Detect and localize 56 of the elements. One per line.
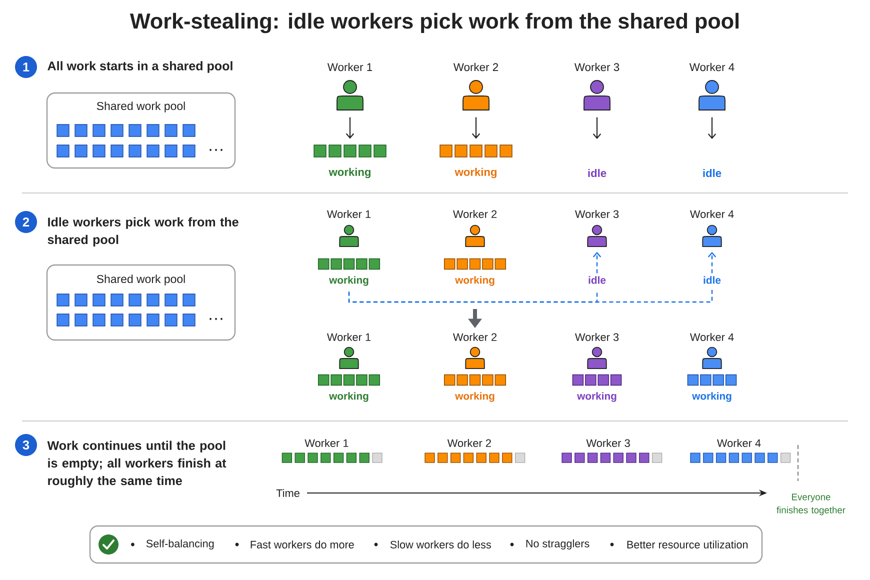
- arrow: [592, 252, 602, 274]
- worker-name: Worker 2: [453, 62, 498, 72]
- step-heading: Work continues until the pool is empty; all workers finish at roughly the same time: [47, 440, 226, 488]
- worker-name: Worker 2: [447, 438, 491, 447]
- status-text: working: [455, 392, 494, 402]
- worker-name: Worker 4: [690, 210, 734, 218]
- status-text: working: [329, 276, 368, 286]
- status-text: working: [577, 392, 616, 402]
- arrow: [592, 117, 602, 139]
- worker-name: Worker 4: [690, 332, 734, 341]
- status-text: working: [692, 392, 732, 402]
- title: Work-stealing: idle workers pick work from the shared pool: [130, 12, 739, 34]
- pool-box: [46, 264, 236, 341]
- worker-name: Worker 1: [304, 438, 348, 447]
- ellipsis: …: [210, 149, 222, 151]
- summary-bar: [89, 525, 763, 564]
- benefit-text: Fast workers do more: [250, 540, 354, 548]
- status-text: idle: [704, 276, 721, 284]
- status-text: working: [454, 168, 496, 178]
- ellipsis: …: [210, 318, 222, 320]
- finish-note: Everyone finishes together: [776, 494, 846, 516]
- status-text: working: [329, 392, 368, 402]
- worker-name: Worker 4: [716, 438, 761, 447]
- worker-name: Worker 2: [452, 210, 497, 218]
- worker-name: Worker 3: [574, 210, 619, 218]
- status-text: idle: [588, 276, 606, 284]
- worker-name: Worker 2: [452, 332, 497, 341]
- arrow: [346, 117, 354, 139]
- worker-name: Worker 4: [689, 62, 734, 72]
- status-text: idle: [703, 168, 722, 178]
- arrow: [708, 252, 716, 274]
- status-text: working: [455, 276, 494, 286]
- status-text: idle: [588, 168, 606, 178]
- pool-box: [46, 92, 236, 169]
- worker-name: Worker 3: [574, 62, 620, 72]
- arrow: [472, 117, 480, 139]
- status-text: working: [328, 168, 370, 178]
- connector-line: [348, 290, 713, 303]
- worker-name: Worker 3: [574, 332, 619, 341]
- worker-name: Worker 1: [326, 332, 371, 341]
- pool-title: Shared work pool: [96, 102, 185, 112]
- arrow: [708, 117, 716, 139]
- benefit-text: Self-balancing: [146, 539, 214, 550]
- benefit-text: Better resource utilization: [627, 540, 748, 548]
- step-heading: All work starts in a shared pool: [48, 61, 232, 73]
- pool-title: Shared work pool: [96, 274, 185, 286]
- benefit-text: Slow workers do less: [390, 540, 491, 548]
- step-heading: Idle workers pick work from the shared pool: [48, 217, 238, 247]
- axis-label: Time: [276, 488, 300, 497]
- benefit-text: No stragglers: [526, 539, 590, 550]
- worker-name: Worker 1: [326, 210, 371, 218]
- worker-name: Worker 3: [586, 438, 630, 447]
- worker-name: Worker 1: [327, 62, 372, 72]
- step-badge: 2: [15, 211, 37, 233]
- step-badge: 1: [15, 56, 37, 78]
- step-badge: 3: [15, 434, 37, 456]
